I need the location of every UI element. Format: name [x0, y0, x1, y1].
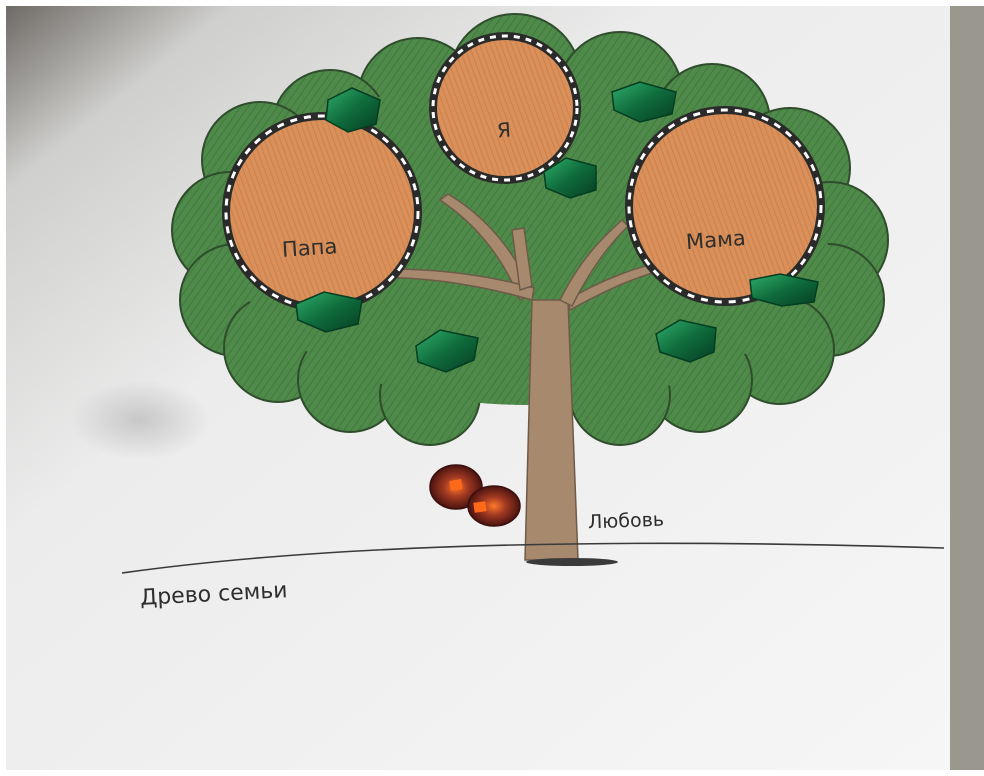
trunk-shadow — [526, 558, 618, 566]
label-mama: Мама — [685, 226, 746, 254]
camera-shadow — [70, 380, 210, 460]
table-edge — [950, 6, 984, 770]
circle-papa — [222, 112, 422, 312]
circle-mama — [625, 106, 825, 306]
label-ya: Я — [496, 118, 512, 143]
circle-ya — [429, 32, 581, 184]
label-papa: Папа — [281, 234, 338, 262]
label-love: Любовь — [588, 509, 665, 534]
